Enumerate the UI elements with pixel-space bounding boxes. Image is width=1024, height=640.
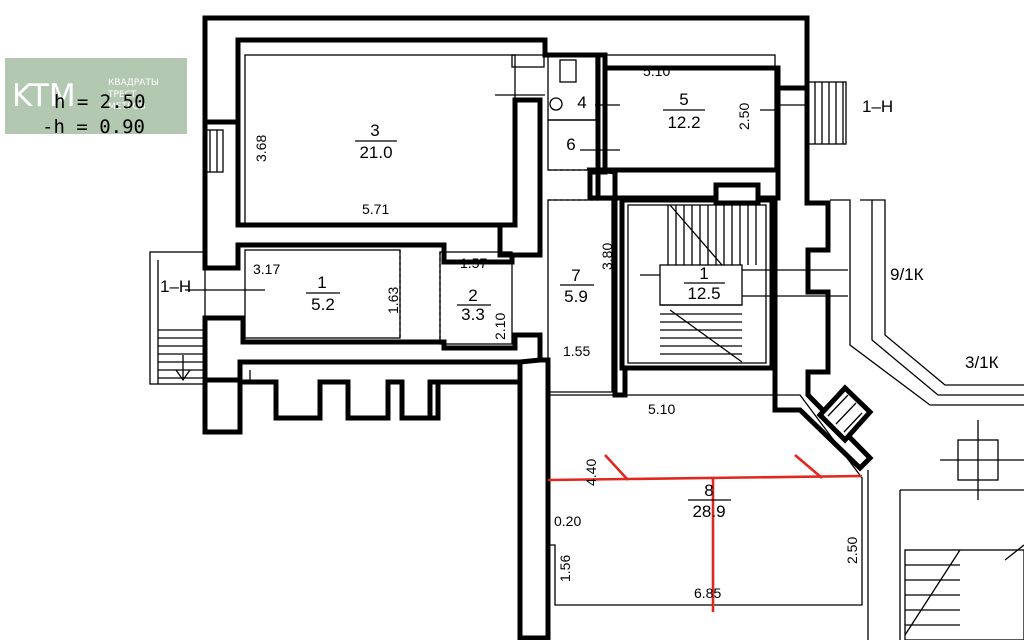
watermark-line2: ТРЕСТ xyxy=(107,90,137,100)
dim-4-40: 4.40 xyxy=(583,459,599,486)
room-1-stair-label: 1 12.5 xyxy=(684,264,725,303)
stair-9-marker: 9/1К xyxy=(890,265,924,284)
wall-bottom-left xyxy=(237,359,543,421)
entrance-stairs-right-treads xyxy=(778,82,844,144)
svg-text:8: 8 xyxy=(704,481,713,500)
svg-text:2: 2 xyxy=(468,286,477,305)
corridor-right-lines xyxy=(830,199,1024,640)
room-2-label: 2 3.3 xyxy=(457,286,491,324)
window-left-lines xyxy=(209,130,218,172)
svg-text:3.3: 3.3 xyxy=(461,305,485,324)
svg-text:1: 1 xyxy=(317,273,326,292)
dim-2-50-room8: 2.50 xyxy=(844,537,860,564)
room-8-label: 8 28.9 xyxy=(688,481,731,521)
room-3-outline xyxy=(244,54,516,226)
room-6-label: 6 xyxy=(566,135,575,154)
svg-text:3: 3 xyxy=(370,121,379,140)
svg-text:5.2: 5.2 xyxy=(311,295,335,314)
dim-5-10-top: 5.10 xyxy=(643,63,670,79)
outer-wall-right xyxy=(772,85,874,472)
entrance-right-marker: 1–Н xyxy=(862,97,893,116)
svg-text:5: 5 xyxy=(679,90,688,109)
entrance-stairs-left xyxy=(149,251,206,385)
room-8-outline xyxy=(547,394,863,606)
stair-niche-top xyxy=(713,182,761,206)
outer-wall-top xyxy=(202,15,810,125)
floor-depth: -h = 0.90 xyxy=(42,116,145,138)
dim-5-71: 5.71 xyxy=(362,201,389,217)
dim-3-17: 3.17 xyxy=(253,261,280,277)
wall-corridor-left xyxy=(497,97,543,258)
dim-2-10: 2.10 xyxy=(492,313,508,340)
pillar-right-lines xyxy=(940,420,1024,500)
entrance-left-marker: 1–Н xyxy=(160,277,191,296)
dim-5-10-mid: 5.10 xyxy=(648,401,675,417)
svg-text:1: 1 xyxy=(699,264,708,283)
sink-fixture xyxy=(549,97,563,111)
dim-1-56: 1.56 xyxy=(557,555,573,582)
entrance-stairs-right xyxy=(807,81,847,145)
watermark-line3: МЕТРОВ xyxy=(108,102,146,112)
red-tick-left xyxy=(604,454,629,481)
svg-text:21.0: 21.0 xyxy=(359,143,392,162)
svg-text:28.9: 28.9 xyxy=(692,502,725,521)
room-4-label: 4 xyxy=(577,93,586,112)
room-1-left-label: 1 5.2 xyxy=(306,273,340,314)
watermark-box xyxy=(5,58,187,134)
dim-1-55: 1.55 xyxy=(563,343,590,359)
dashed-partition xyxy=(399,169,598,344)
entrance-stairs-left-treads xyxy=(157,260,205,384)
dim-1-63: 1.63 xyxy=(385,287,401,314)
wall-corridor-right xyxy=(517,357,551,640)
stairwell-inner xyxy=(627,204,767,364)
svg-text:5.9: 5.9 xyxy=(564,287,588,306)
red-tick-right xyxy=(794,454,823,479)
dim-2-50-room5: 2.50 xyxy=(736,103,752,130)
dim-3-80: 3.80 xyxy=(599,243,615,270)
stair-exit-line xyxy=(742,269,848,297)
dim-3-68: 3.68 xyxy=(253,135,269,162)
radiator-top xyxy=(511,54,545,68)
leader-lines xyxy=(185,94,780,380)
dim-6-85: 6.85 xyxy=(694,585,721,601)
svg-text:7: 7 xyxy=(571,266,580,285)
room-7-label: 7 5.9 xyxy=(560,266,594,306)
dim-1-57: 1.57 xyxy=(460,255,487,271)
room-2-outline xyxy=(439,251,513,345)
room-5-label: 5 12.2 xyxy=(663,90,705,132)
room-3-label: 3 21.0 xyxy=(355,121,397,162)
red-baseline xyxy=(547,474,863,482)
door-diagonal-inner xyxy=(827,394,863,433)
stair-treads xyxy=(660,204,757,363)
watermark-line1: КВАДРАТЫ xyxy=(108,78,159,88)
room-5-outline xyxy=(604,54,776,171)
dim-0-20: 0.20 xyxy=(554,513,581,529)
stair-3-marker: 3/1К xyxy=(965,353,999,372)
svg-text:12.5: 12.5 xyxy=(687,284,720,303)
watermark-logo: KTM xyxy=(12,78,76,114)
toilet-fixture xyxy=(559,59,577,83)
ceiling-height: h = 2.50 xyxy=(54,91,146,113)
stair-bottom-right-treads xyxy=(904,544,1024,636)
window-left xyxy=(204,129,224,173)
svg-text:12.2: 12.2 xyxy=(667,113,700,132)
stairwell-outline xyxy=(619,197,775,371)
